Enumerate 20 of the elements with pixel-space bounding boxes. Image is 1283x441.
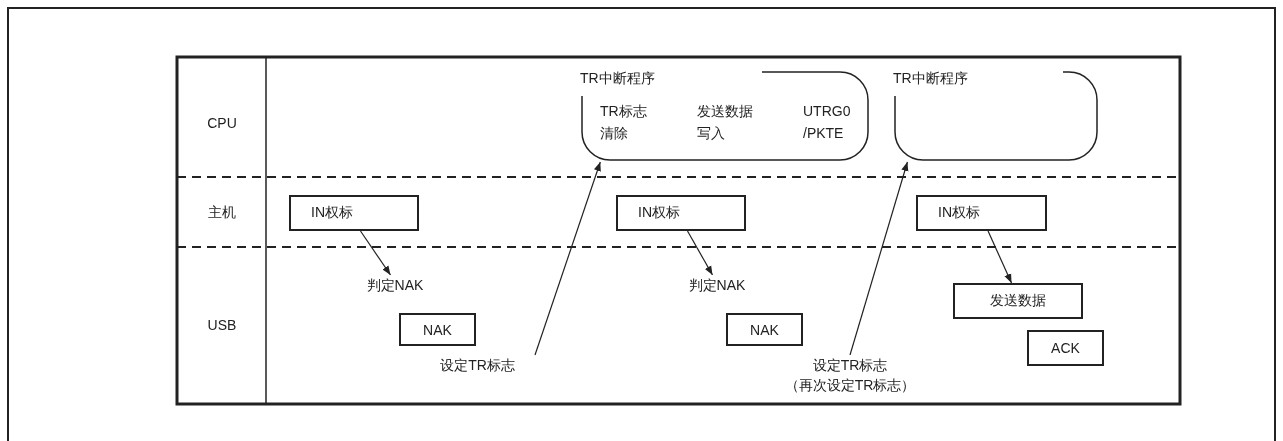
lane-label: USB <box>206 316 238 335</box>
step-text: UTRG0 /PKTE <box>803 102 852 143</box>
routine-title: TR中断程序 <box>580 70 655 88</box>
packet-box: 发送数据 <box>953 283 1083 319</box>
arrow <box>359 230 392 276</box>
token-box: IN权标 <box>916 195 1047 231</box>
lane-label: CPU <box>206 114 238 133</box>
token-box: IN权标 <box>289 195 419 231</box>
packet-box: NAK <box>399 313 476 346</box>
arrow <box>987 230 1013 284</box>
step-text: TR标志清除 <box>600 102 648 143</box>
packet-box: ACK <box>1027 330 1104 366</box>
lane-label: 主机 <box>207 203 237 222</box>
token-box: IN权标 <box>616 195 746 231</box>
routine-title: TR中断程序 <box>893 70 968 88</box>
arrow <box>686 230 714 276</box>
step-text: 发送数据写入 <box>697 102 754 143</box>
arrow <box>534 161 601 356</box>
packet-box: NAK <box>726 313 803 346</box>
arrow <box>849 161 909 356</box>
